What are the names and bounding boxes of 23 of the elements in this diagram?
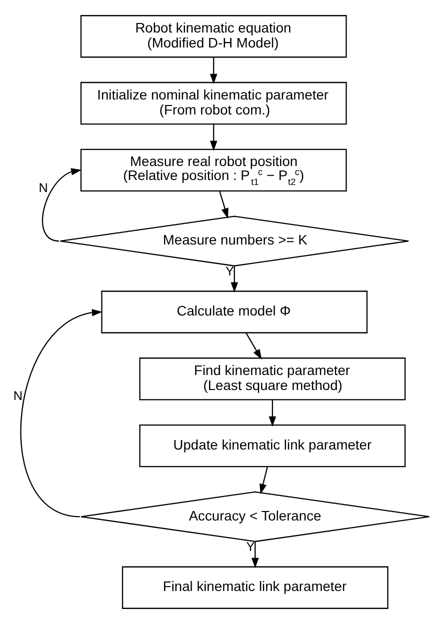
- edge-label: N: [38, 180, 48, 195]
- node-box: Update kinematic link parameter: [139, 424, 406, 467]
- arrow: [246, 332, 262, 360]
- edge-label: N: [13, 388, 22, 402]
- arrow: [210, 56, 218, 84]
- arrow: [252, 541, 259, 568]
- node-diamond: Accuracy < Tolerance: [80, 490, 430, 542]
- arrow: [42, 168, 82, 242]
- node-box: Calculate model Φ: [101, 290, 368, 333]
- arrow: [268, 399, 276, 426]
- arrow: [230, 266, 238, 292]
- node-box: Initialize nominal kinematic parameter (From robot com.): [80, 81, 347, 124]
- node-box: Find kinematic parameter (Least square method): [139, 357, 406, 400]
- node-box: Final kinematic link parameter: [122, 566, 388, 608]
- node-box: Measure real robot position (Relative position : P$_{t1}$$^{c}$ − P$_{t2}$$^{c}$): [80, 148, 347, 191]
- arrow: [219, 190, 228, 218]
- node-box: Robot kinematic equation (Modified D-H Model): [80, 14, 347, 58]
- arrow: [20, 308, 102, 517]
- arrow: [260, 466, 268, 494]
- edge-label: Y: [226, 264, 234, 278]
- arrow: [210, 124, 218, 151]
- node-diamond: Measure numbers >= K: [60, 215, 410, 266]
- edge-label: Y: [246, 539, 255, 554]
